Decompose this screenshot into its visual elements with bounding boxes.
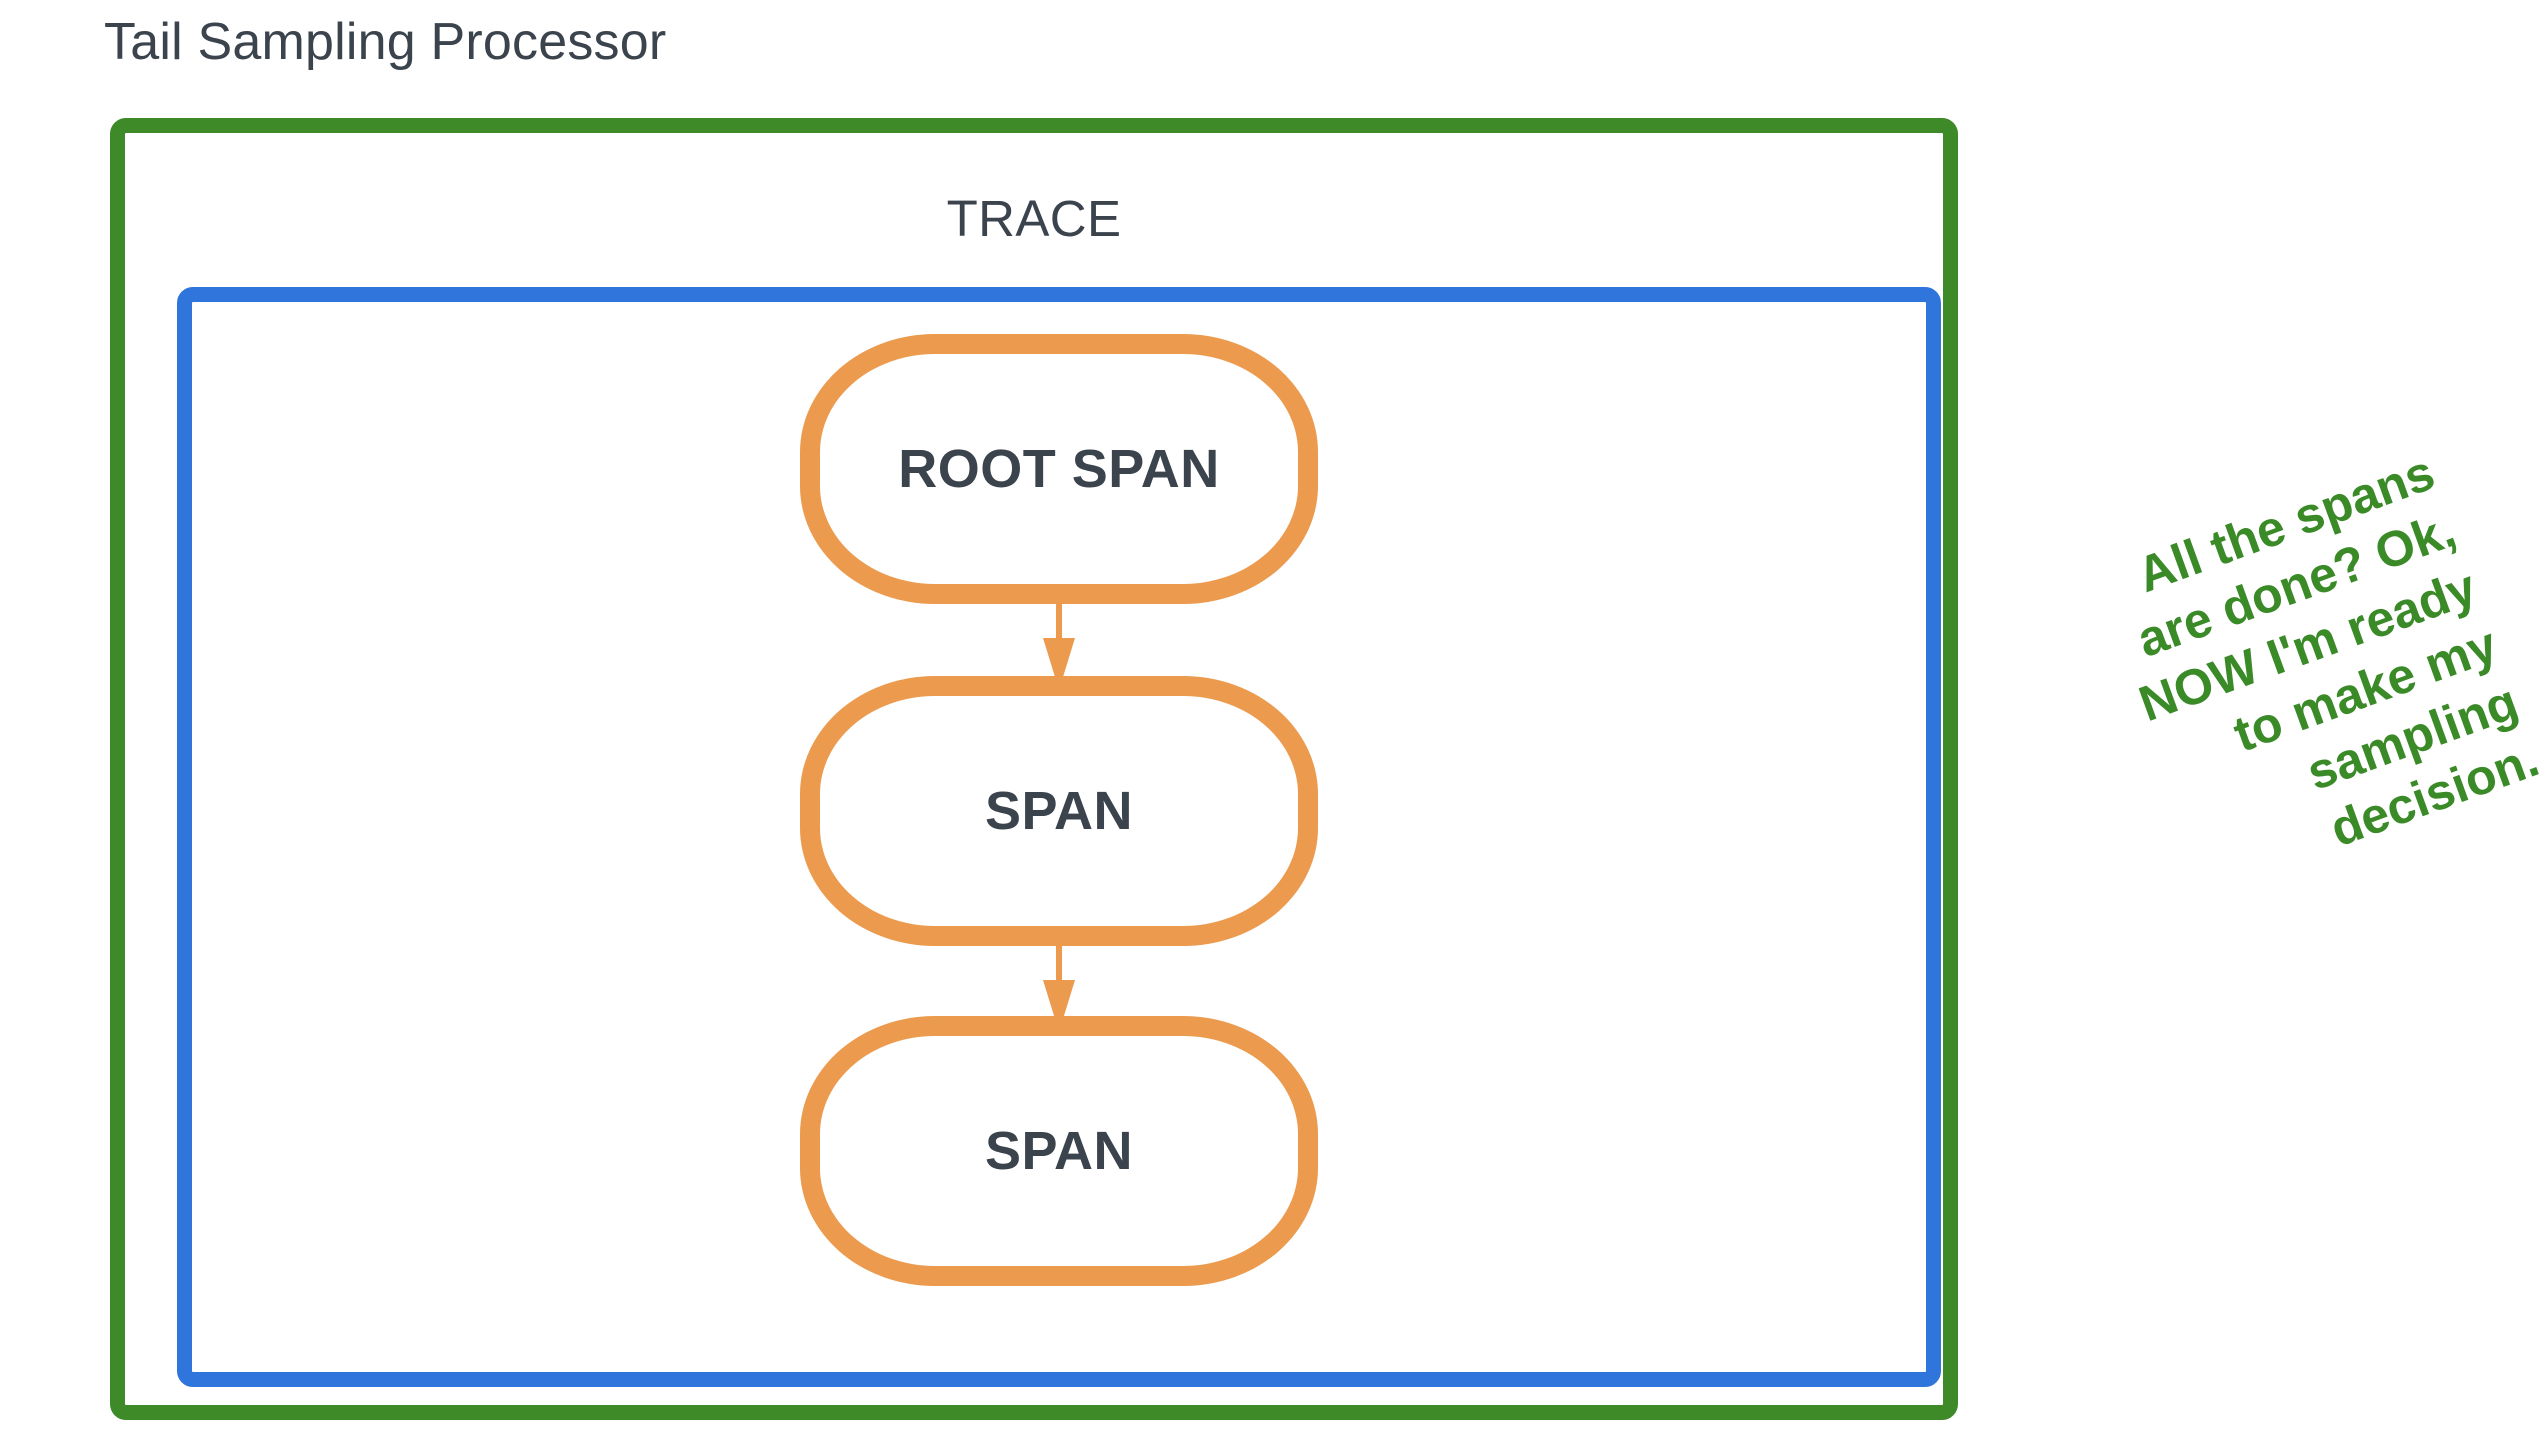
span-node-label: SPAN <box>984 1121 1134 1181</box>
span-node-root[interactable]: ROOT SPAN <box>800 334 1318 604</box>
span-node-label: ROOT SPAN <box>898 439 1220 499</box>
span-node-2[interactable]: SPAN <box>800 1016 1318 1286</box>
tail-sampling-processor-box: TRACE ROOT SPAN SPAN <box>110 118 1958 1420</box>
trace-label: TRACE <box>946 190 1122 247</box>
page-title: Tail Sampling Processor <box>104 13 667 71</box>
arrow-span-1-to-span-2-icon <box>1039 944 1079 1032</box>
trace-box: ROOT SPAN SPAN <box>177 287 1941 1387</box>
span-node-label: SPAN <box>984 781 1134 841</box>
arrow-root-to-span-1-icon <box>1039 602 1079 690</box>
sampling-decision-annotation: All the spans are done? Ok, NOW I'm read… <box>2129 443 2542 858</box>
span-node-1[interactable]: SPAN <box>800 676 1318 946</box>
span-stack: ROOT SPAN SPAN <box>192 302 1926 1372</box>
